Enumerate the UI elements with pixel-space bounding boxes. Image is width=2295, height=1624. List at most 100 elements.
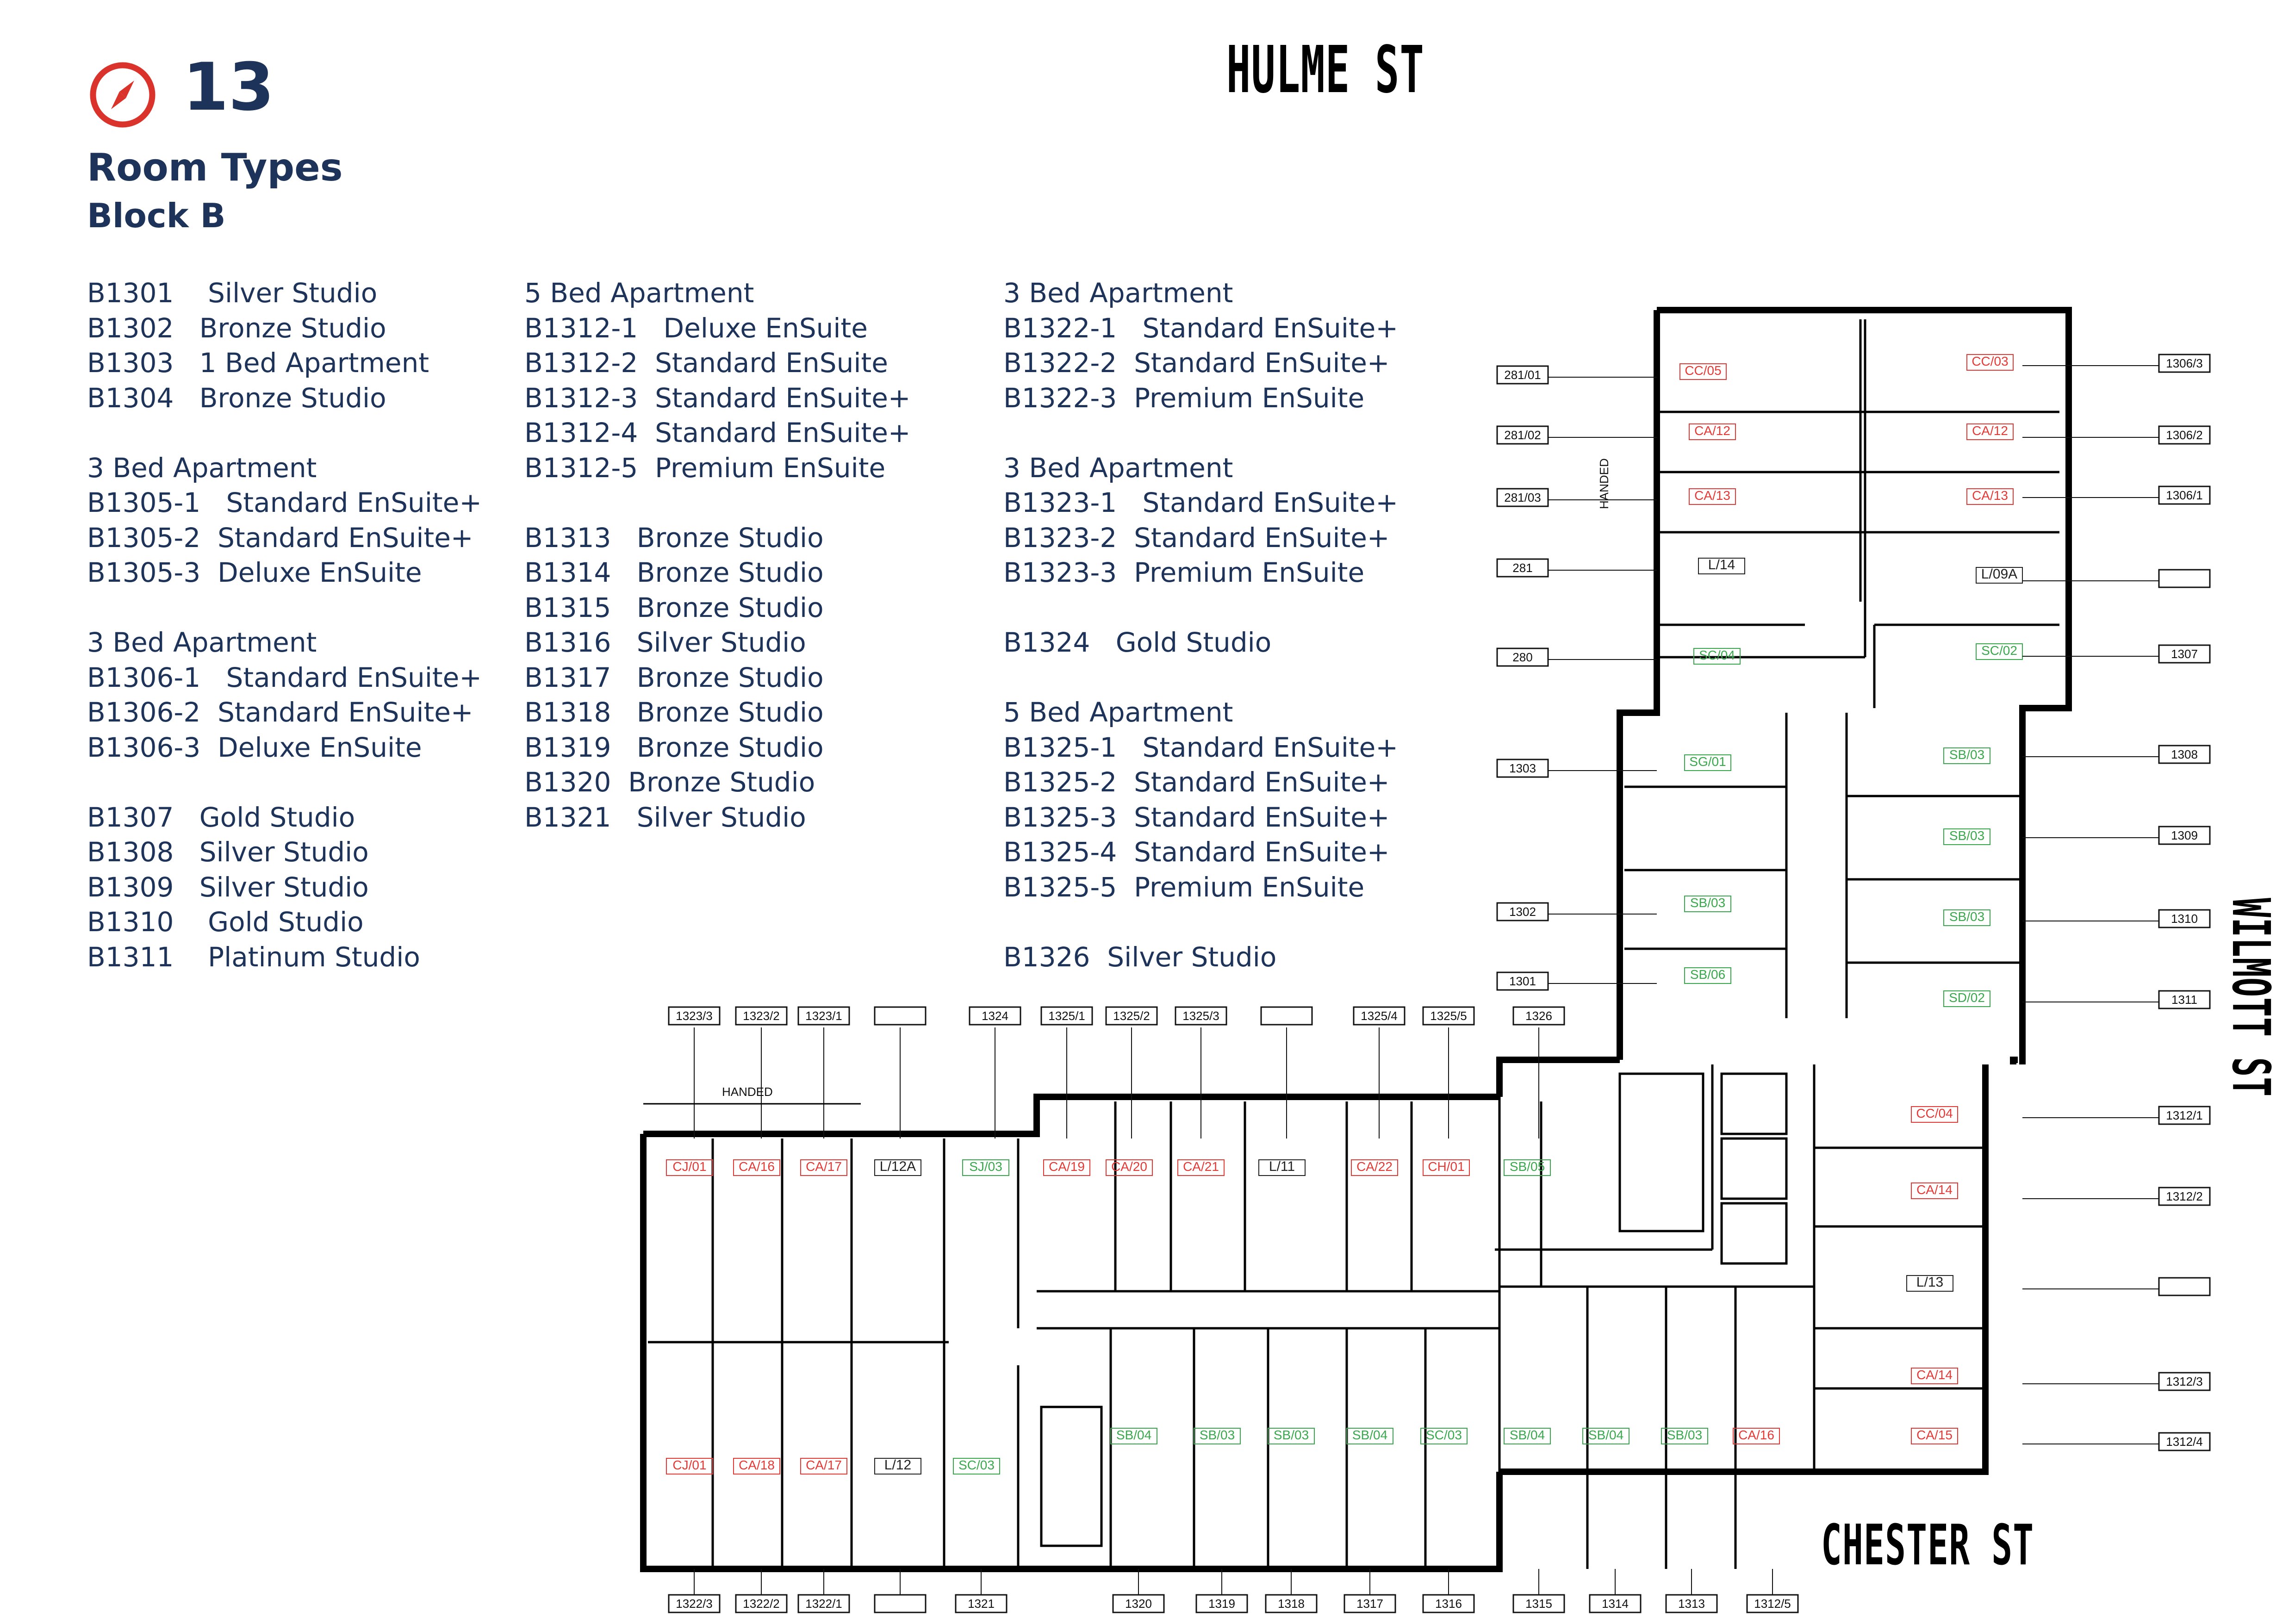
room-list-line: B1312-3 Standard EnSuite+ [524,382,911,414]
room-number: 1310 [2171,912,2198,926]
room-tag: SC/03 [958,1458,995,1472]
compass-icon [90,62,155,128]
room-number-box [1496,759,1549,778]
room-tag: CA/17 [806,1458,842,1472]
room-number: 1302 [1509,905,1536,919]
room-tag-box [1943,909,1990,926]
room-tag-box [1906,1275,1953,1292]
room-tag: SB/04 [1116,1428,1151,1442]
plan-inner-walls [648,319,2059,1569]
room-number-box [874,1006,927,1026]
room-list-line: B1311 Platinum Studio [87,941,420,973]
room-number-box [2158,1277,2211,1296]
room-list-line: 3 Bed Apartment [87,452,317,484]
floor-number: 13 [183,49,274,125]
room-tag: SG/01 [1689,754,1726,769]
room-tag-box [1693,648,1741,665]
room-number: 1306/3 [2166,356,2203,370]
room-tag: L/14 [1708,557,1735,572]
room-list-line: B1317 Bronze Studio [524,661,824,693]
room-number-box [1040,1006,1093,1026]
room-tag-box [1689,488,1736,505]
room-number: 1316 [1435,1597,1462,1611]
handed-label-vertical: HANDED [1597,458,1611,509]
room-number-box [1496,558,1549,578]
room-number: 1308 [2171,747,2198,761]
room-list-line: B1325-1 Standard EnSuite+ [1003,731,1398,763]
room-number: 1312/1 [2166,1108,2203,1122]
room-number: 1323/3 [676,1009,713,1023]
room-tag: CA/14 [1916,1182,1953,1197]
room-number: 1325/2 [1113,1009,1150,1023]
room-tag: L/13 [1916,1275,1943,1290]
room-number: 1315 [1525,1597,1552,1611]
room-list-line: B1321 Silver Studio [524,801,806,833]
room-tag-box [733,1458,780,1475]
room-number-box [1195,1594,1248,1613]
room-list-line: 3 Bed Apartment [1003,452,1233,484]
room-number: 1322/1 [805,1597,842,1611]
room-tag: CA/13 [1972,488,2008,503]
room-tag: CA/17 [806,1159,842,1174]
street-name-south: CHESTER ST [1821,1513,2034,1578]
room-tag-box [1911,1428,1958,1444]
room-list-line: 3 Bed Apartment [87,627,317,658]
room-list-line: B1325-2 Standard EnSuite+ [1003,766,1390,798]
room-number-box [2158,1187,2211,1206]
room-number: 1309 [2171,828,2198,842]
room-tag-box [953,1458,1000,1475]
room-number-box [2158,1432,2211,1451]
room-number: 1312/4 [2166,1435,2203,1449]
room-tag-box [1698,558,1745,574]
room-number-box [1512,1006,1565,1026]
room-tag: SC/03 [1426,1428,1462,1442]
room-list-line: B1313 Bronze Studio [524,522,824,554]
room-tag: CA/18 [739,1458,775,1472]
room-tag: SB/03 [1690,896,1725,910]
room-number-box [1175,1006,1227,1026]
room-number-box [1496,971,1549,991]
room-list-line: B1318 Bronze Studio [524,697,824,728]
room-tag-box [1194,1428,1241,1444]
room-number: 1326 [1525,1009,1552,1023]
room-number: 1312/2 [2166,1189,2203,1203]
room-number: 1324 [982,1009,1008,1023]
room-list-line: B1319 Bronze Studio [524,731,824,763]
room-list-line: B1301 Silver Studio [87,277,378,309]
room-list-line: B1312-4 Standard EnSuite+ [524,417,911,448]
room-number: 1320 [1125,1597,1152,1611]
room-list-line: B1320 Bronze Studio [524,766,815,798]
room-number-box [2158,1372,2211,1391]
room-tag: SC/04 [1699,648,1735,662]
room-number-box [2158,990,2211,1009]
room-list-line: B1323-1 Standard EnSuite+ [1003,487,1398,518]
room-tag: CA/19 [1049,1159,1085,1174]
room-tag: L/11 [1269,1159,1295,1174]
room-tag: CA/14 [1916,1368,1953,1382]
room-number-box [1496,365,1549,385]
room-list-line: 5 Bed Apartment [1003,697,1233,728]
room-number-box [2158,425,2211,445]
room-list-line: 5 Bed Apartment [524,277,754,309]
room-tag: CJ/01 [672,1159,706,1174]
room-list-line: B1306-2 Standard EnSuite+ [87,697,473,728]
room-tag: CC/04 [1916,1106,1953,1120]
room-number: 1322/2 [743,1597,780,1611]
room-tag-box [1976,643,2023,660]
room-number: 1325/5 [1430,1009,1467,1023]
room-list-line: B1326 Silver Studio [1003,941,1277,973]
room-tag: CJ/01 [672,1458,706,1472]
room-tag: CA/13 [1694,488,1730,503]
room-number-box [1496,488,1549,507]
room-tag-box [1346,1428,1393,1444]
room-number-box [668,1594,721,1613]
room-tag: SD/02 [1949,990,1985,1005]
room-list-line: B1316 Silver Studio [524,627,806,658]
room-tag: SB/06 [1690,967,1725,982]
room-tag: CA/12 [1972,423,2008,438]
room-number-box [2158,644,2211,664]
room-number-box [2158,745,2211,764]
room-tag-box [1043,1159,1090,1176]
